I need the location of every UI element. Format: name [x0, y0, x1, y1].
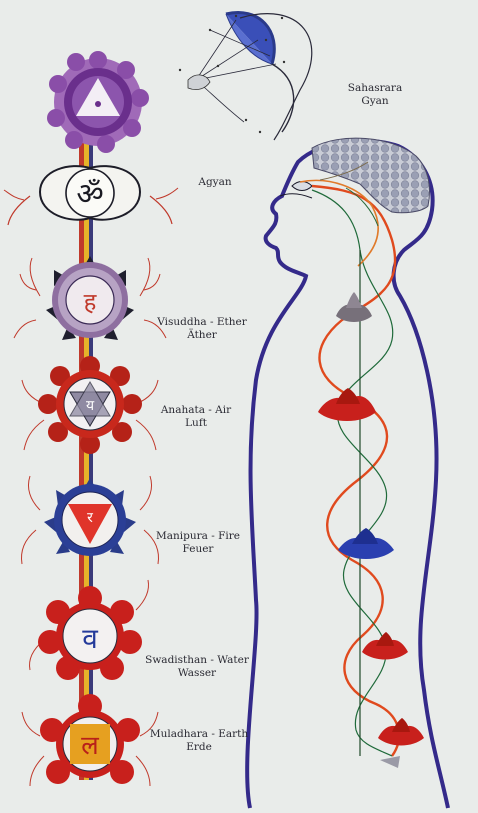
agyan-chakra: ॐ: [3, 165, 179, 226]
label-visuddha-element: Äther: [187, 329, 217, 341]
label-muladhara: Muladhara - Earth Erde: [138, 728, 260, 754]
lotus-manipura: [338, 528, 394, 559]
yam-symbol: य: [86, 398, 95, 414]
lotus-swadisthan: [362, 632, 408, 660]
label-anahata-name: Anahata - Air: [160, 404, 232, 416]
ram-symbol: र: [87, 510, 93, 526]
label-anahata: Anahata - Air Luft: [150, 404, 242, 430]
om-symbol: ॐ: [76, 177, 103, 212]
human-figure: [245, 137, 450, 809]
lotus-muladhara: [378, 718, 424, 768]
lotus-anahata: [318, 388, 376, 421]
lam-symbol: ल: [81, 731, 99, 761]
manipura-chakra: र: [21, 475, 159, 565]
label-sahasrara-element: Gyan: [361, 95, 389, 107]
ham-symbol: ह: [84, 288, 98, 316]
label-sahasrara: Sahasrara Gyan: [330, 82, 420, 108]
energy-channels: [299, 161, 401, 757]
label-muladhara-name: Muladhara - Earth: [149, 728, 249, 740]
cosmic-diagram: [178, 11, 313, 141]
label-agyan-name: Agyan: [198, 176, 232, 188]
label-visuddha-name: Visuddha - Ether: [157, 316, 247, 328]
crown-chakra: [47, 51, 149, 153]
label-swadisthan: Swadisthan - Water Wasser: [134, 654, 260, 680]
label-swadisthan-element: Wasser: [177, 667, 217, 679]
label-anahata-element: Luft: [185, 417, 207, 429]
swadisthan-chakra: व: [29, 579, 149, 680]
label-manipura-element: Feuer: [182, 543, 214, 555]
label-muladhara-element: Erde: [186, 741, 212, 753]
visuddha-chakra: ह: [13, 256, 167, 340]
label-swadisthan-name: Swadisthan - Water: [145, 654, 249, 666]
lotus-visuddha: [336, 292, 372, 322]
spinal-column: [79, 140, 93, 780]
label-visuddha: Visuddha - Ether Äther: [150, 316, 254, 342]
label-sahasrara-name: Sahasrara: [347, 82, 403, 94]
label-agyan: Agyan: [185, 176, 245, 189]
label-manipura: Manipura - Fire Feuer: [148, 530, 248, 556]
muladhara-chakra: ल: [21, 694, 159, 787]
anahata-chakra: य: [21, 356, 159, 454]
label-manipura-name: Manipura - Fire: [156, 530, 240, 542]
vam-symbol: व: [82, 622, 98, 655]
